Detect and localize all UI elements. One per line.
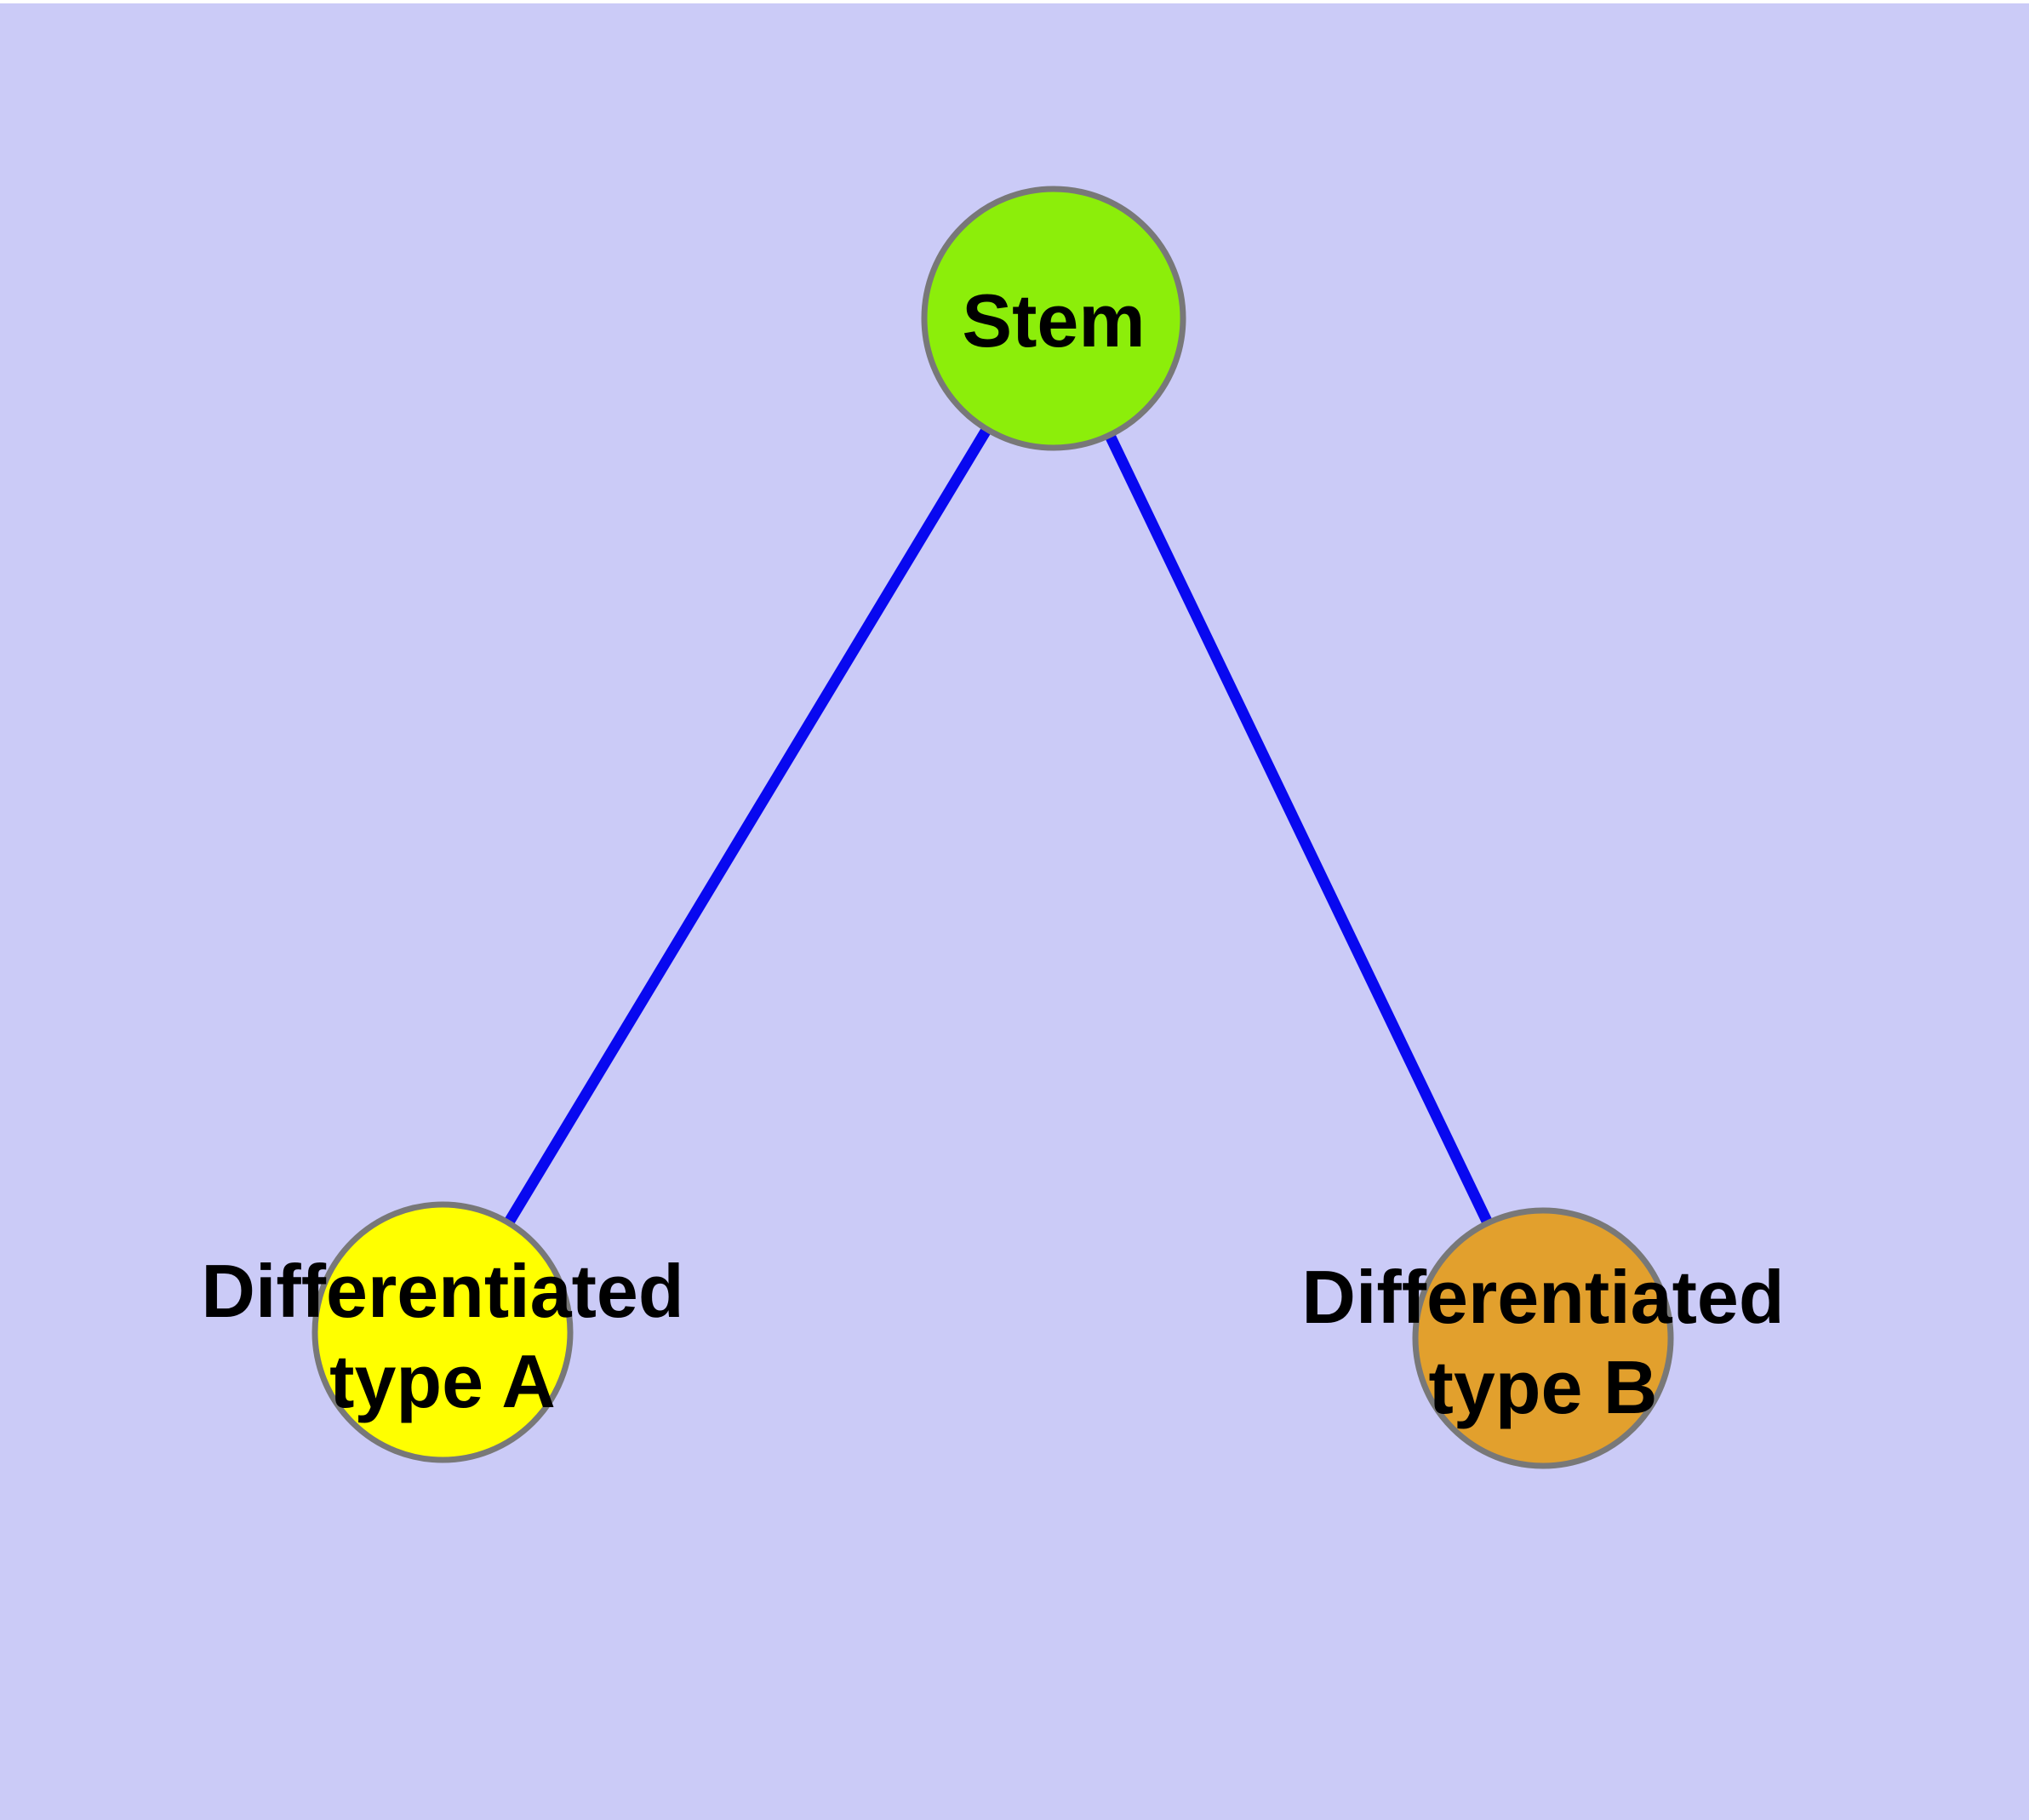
node-differentiated-type-b: Differentiated type B — [1301, 1207, 1785, 1469]
node-stem: Stem — [921, 186, 1186, 451]
stem-node-label: Stem — [962, 278, 1145, 363]
type-a-node-label-line2: type A — [329, 1339, 556, 1423]
node-differentiated-type-a: Differentiated type A — [201, 1201, 684, 1463]
type-a-node-label-line1: Differentiated — [201, 1249, 683, 1333]
type-b-node-label-line2: type B — [1429, 1345, 1658, 1429]
top-white-strip — [0, 0, 2029, 3]
edges — [437, 315, 1548, 1341]
type-a-node-circle — [311, 1201, 574, 1463]
edge-stem-to-type-a — [437, 315, 1059, 1336]
type-b-node-circle — [1412, 1207, 1674, 1469]
type-b-node-label-line1: Differentiated — [1301, 1255, 1784, 1339]
stem-node-circle — [921, 186, 1186, 451]
edge-stem-to-type-b — [1049, 316, 1548, 1341]
